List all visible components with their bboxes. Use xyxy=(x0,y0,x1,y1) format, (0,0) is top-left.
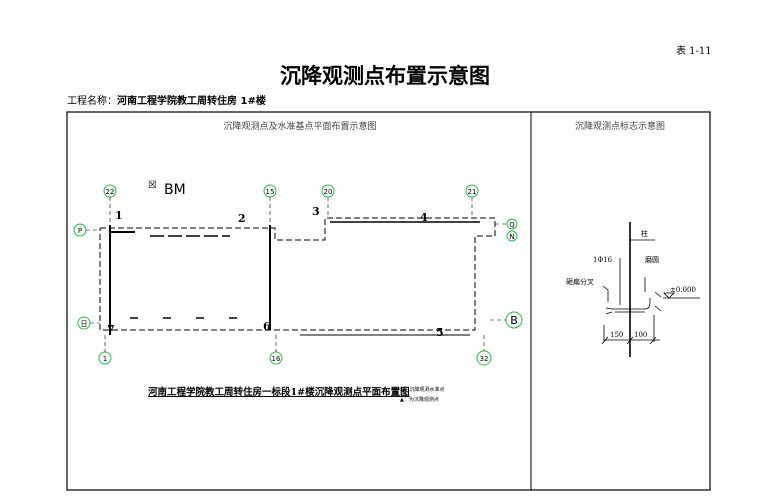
legend-point: ▲：为沉降观测点 xyxy=(400,396,439,403)
frame xyxy=(66,111,711,491)
point-2: 2 xyxy=(238,212,246,225)
point-1: 1 xyxy=(115,209,123,222)
axis-15: 15 xyxy=(266,188,275,196)
building-plan xyxy=(99,217,496,336)
point-7: 7 xyxy=(107,323,115,336)
table-code: 表 1-11 xyxy=(676,46,712,57)
dim-100: 100 xyxy=(634,331,647,339)
point-5: 5 xyxy=(436,326,444,339)
observation-points: 1 2 3 4 5 6 7 xyxy=(107,205,444,339)
axis-n: N xyxy=(509,233,514,241)
axis-ri: 日 xyxy=(81,320,88,328)
axis-circles xyxy=(73,184,523,366)
label-column: 柱 xyxy=(641,229,648,238)
project-name: 工程名称：河南工程学院教工周转住房 1#楼 xyxy=(67,92,266,107)
benchmark-icon: ☒ xyxy=(148,180,157,191)
axis-16: 16 xyxy=(272,355,281,363)
page-title: 沉降观测点布置示意图 xyxy=(280,64,490,88)
legend-benchmark: ☒：沉降观测水准点 xyxy=(400,386,444,393)
benchmark: ☒ BM xyxy=(148,180,186,198)
axis-labels: 22 15 20 21 1 16 32 P 日 Q N B xyxy=(78,188,518,363)
plan-caption: 河南工程学院教工周转住房一标段1#楼沉降观测点平面布置图 xyxy=(148,386,410,398)
project-label: 工程名称： xyxy=(67,96,117,107)
marker-detail xyxy=(601,222,700,357)
axis-p: P xyxy=(78,227,82,235)
benchmark-label: BM xyxy=(164,182,186,198)
axis-21: 21 xyxy=(468,188,477,196)
axis-q: Q xyxy=(509,221,515,229)
point-6: 6 xyxy=(263,320,271,333)
label-round: 磨圆 xyxy=(645,255,659,264)
plan-panel-title: 沉降观测点及水准基点平面布置示意图 xyxy=(223,120,376,132)
axis-20: 20 xyxy=(324,188,333,196)
axis-lines xyxy=(86,197,507,352)
detail-panel-title: 沉降观测点标志示意图 xyxy=(575,120,665,132)
detail-labels: 柱 1Φ16 砸扁分叉 磨圆 ±0.000 150 100 xyxy=(566,229,696,339)
project-value: 河南工程学院教工周转住房 1#楼 xyxy=(117,96,266,107)
axis-22: 22 xyxy=(106,188,115,196)
axis-1: 1 xyxy=(103,355,107,363)
axis-b: B xyxy=(510,314,518,327)
dim-150: 150 xyxy=(610,331,623,339)
label-elevation: ±0.000 xyxy=(670,286,696,294)
label-split: 砸扁分叉 xyxy=(566,277,594,286)
point-4: 4 xyxy=(420,211,428,224)
axis-32: 32 xyxy=(480,355,489,363)
label-rebar: 1Φ16 xyxy=(593,256,613,264)
point-3: 3 xyxy=(312,205,320,218)
